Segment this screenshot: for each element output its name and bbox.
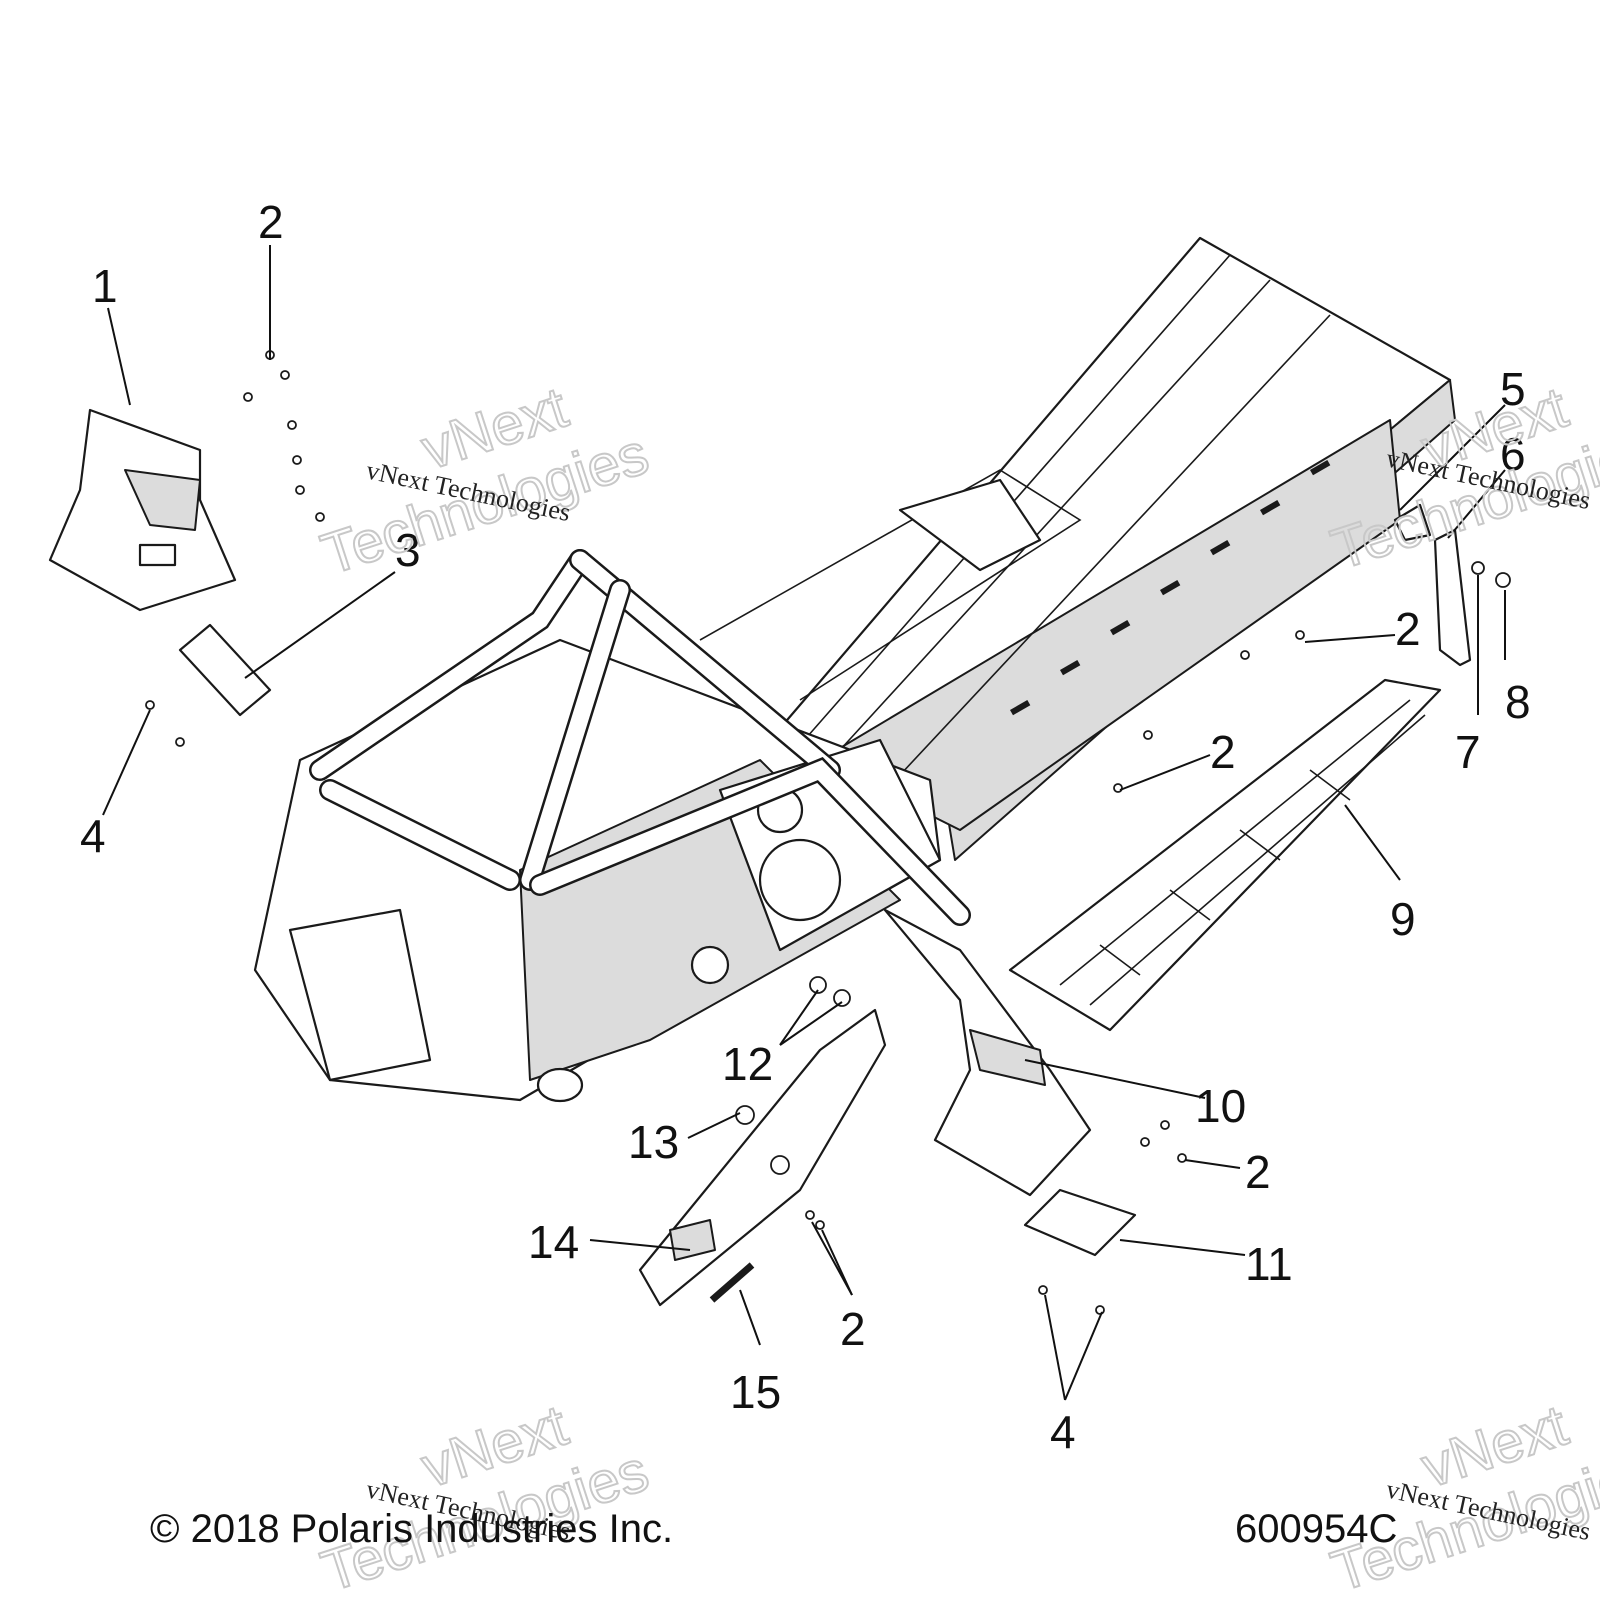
part-14-skid — [638, 1008, 887, 1307]
callout-4-left: 4 — [80, 810, 106, 862]
part-5-bracket — [1393, 503, 1432, 542]
callout-11: 11 — [1245, 1238, 1293, 1290]
part-3-plate — [178, 623, 272, 717]
part-12-grommet-a — [809, 976, 827, 994]
frame-tubes — [309, 549, 971, 926]
part-1-shield — [48, 408, 237, 612]
callout-1: 1 — [92, 260, 118, 312]
leader-lines — [102, 245, 1506, 1401]
callout-7: 7 — [1455, 726, 1481, 778]
part-10-shield — [883, 908, 1092, 1197]
callout-15: 15 — [730, 1366, 781, 1418]
part-8-nut — [1495, 572, 1511, 588]
callout-8: 8 — [1505, 676, 1531, 728]
tunnel-assembly — [699, 236, 1456, 861]
part-6-trim — [1433, 528, 1472, 667]
callout-2-top: 2 — [258, 196, 284, 248]
callout-4-lower: 4 — [1050, 1406, 1076, 1458]
callout-2-right-lower: 2 — [1245, 1146, 1271, 1198]
callout-14: 14 — [528, 1216, 579, 1268]
tunnel-slots — [1010, 459, 1331, 716]
part-11-plate — [1023, 1188, 1137, 1257]
callout-2-right-upper: 2 — [1395, 603, 1421, 655]
callout-2-bottom: 2 — [840, 1303, 866, 1355]
copyright-text: © 2018 Polaris Industries Inc. — [150, 1507, 673, 1551]
callout-13: 13 — [628, 1116, 679, 1168]
callout-12: 12 — [722, 1038, 773, 1090]
callout-3: 3 — [395, 524, 421, 576]
callout-5: 5 — [1500, 363, 1526, 415]
part-13-mount — [735, 1105, 755, 1125]
figure-number: 600954C — [1235, 1507, 1397, 1551]
part-15-rod — [709, 1262, 755, 1303]
part-7-nut — [1471, 561, 1485, 575]
callout-2-right-middle: 2 — [1210, 726, 1236, 778]
part-12-grommet-b — [833, 989, 851, 1007]
callout-numbers: 1 2 3 4 5 6 8 7 2 2 9 10 2 11 4 12 13 14… — [80, 196, 1531, 1458]
part-9-running-board — [1008, 678, 1442, 1032]
part-13-mount-b — [770, 1155, 790, 1175]
callout-10: 10 — [1195, 1080, 1246, 1132]
callout-6: 6 — [1500, 428, 1526, 480]
callout-9: 9 — [1390, 893, 1416, 945]
